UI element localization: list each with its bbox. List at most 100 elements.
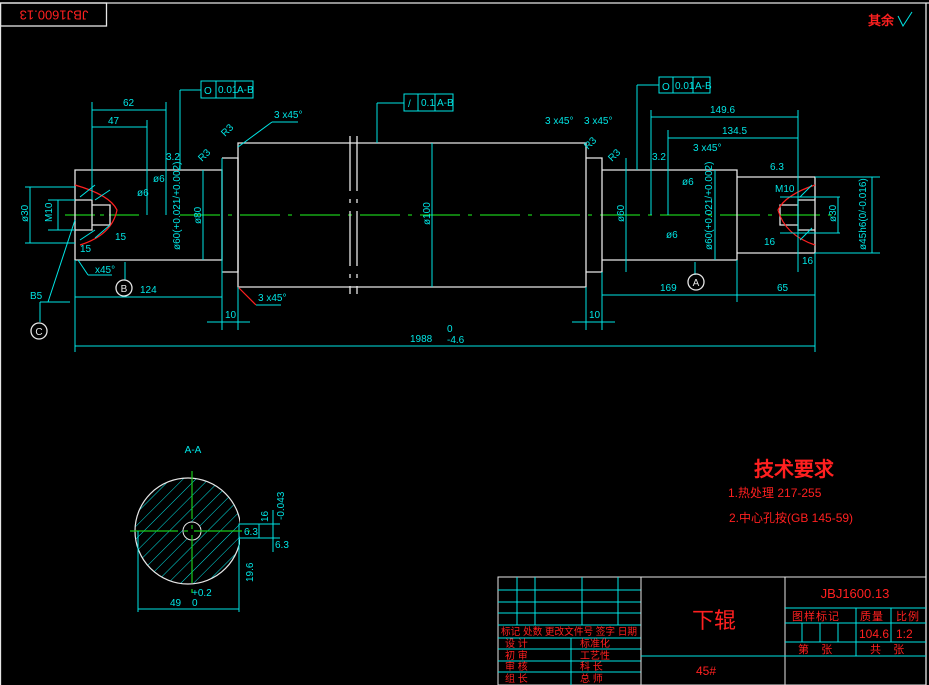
- role-process: 工艺性: [580, 649, 610, 662]
- chamfer-label-1: 3 x45°: [274, 110, 302, 121]
- roughness-end: 6.3: [770, 162, 784, 173]
- center-hole-label: B5: [30, 291, 43, 302]
- tolerance-datum: A-B: [695, 81, 712, 92]
- role-first-review: 初 审: [505, 649, 528, 662]
- sheet-total: 共 张: [870, 643, 904, 656]
- dim-149-6: 149.6: [710, 105, 735, 116]
- chamfer-label-end: x45°: [95, 265, 115, 276]
- roughness-symbol-icon: [897, 11, 913, 28]
- section-depth: 19.6: [245, 562, 256, 582]
- chamfer-label-4: 3 x45°: [584, 116, 612, 127]
- section-title: A-A: [185, 445, 202, 456]
- dim-phi45: ø45h6(0/-0.016): [858, 178, 869, 250]
- datum-b: B: [115, 279, 133, 297]
- dim-phi6-left-b: ø6: [137, 188, 149, 199]
- roughness-right: 3.2: [652, 152, 666, 163]
- datum-a-label: A: [693, 278, 700, 289]
- tolerance-value: 0.01: [675, 81, 695, 92]
- tech-req-item-1: 1.热处理 217-255: [728, 486, 822, 500]
- dim-phi30-right: ø30: [828, 204, 839, 222]
- dim-m10-left: M10: [44, 202, 55, 222]
- tolerance-datum: A-B: [237, 85, 254, 96]
- dimension-lines: [25, 84, 880, 352]
- chamfer-lines: [237, 286, 257, 306]
- fillet-r3-b: R3: [219, 122, 236, 139]
- section-width: 49: [170, 598, 182, 609]
- tolerance-datum: A-B: [437, 98, 454, 109]
- revision-header: 标记 处数 更改文件号 签字 日期: [501, 625, 637, 638]
- datum-b-label: B: [121, 284, 128, 295]
- fillet-r3-a: R3: [196, 147, 213, 164]
- chamfer-label-2: 3 x45°: [258, 293, 286, 304]
- tech-req-title: 技术要求: [754, 457, 835, 481]
- sheet-number: 第 张: [798, 642, 832, 656]
- dim-16-right-a: 16: [764, 237, 776, 248]
- dim-m10-right: M10: [775, 184, 795, 195]
- dim-169: 169: [660, 283, 677, 294]
- section-width-tol-upper: +0.2: [192, 588, 212, 599]
- header-scale: 比例: [896, 609, 920, 623]
- dim-phi30-left: ø30: [20, 204, 31, 222]
- role-audit: 审 核: [505, 660, 528, 673]
- header-drawing-mark: 图样标记: [792, 609, 840, 623]
- dim-15-left: 15: [115, 232, 127, 243]
- datum-c: C: [30, 322, 48, 340]
- section-roughness-key: 6.3: [244, 527, 258, 538]
- role-standardization: 标准化: [580, 637, 610, 650]
- dim-phi60-right-tol: ø60(+0.021/+0.002): [704, 162, 715, 250]
- mirrored-drawing-code: JBJ1600.13: [20, 8, 89, 23]
- role-section-chief: 科 长: [580, 660, 603, 673]
- tolerance-symbol: O: [662, 82, 670, 93]
- dim-47: 47: [108, 116, 120, 127]
- dim-10-right: 10: [589, 310, 601, 321]
- section-key-width: 16: [260, 510, 271, 522]
- dim-overall-tol-lower: -4.6: [447, 335, 465, 346]
- other-surfaces-label: 其余: [868, 13, 895, 28]
- mass-value: 104.6: [859, 627, 889, 641]
- tech-req-item-2: 2.中心孔按(GB 145-59): [729, 510, 853, 525]
- dim-phi6-right-b: ø6: [666, 230, 678, 241]
- section-key-tol: -0.043: [276, 491, 287, 520]
- tolerance-value: 0.01: [218, 85, 238, 96]
- role-chief-engineer: 总 师: [580, 672, 603, 685]
- material: 45#: [696, 664, 716, 678]
- roughness-left: 3.2: [166, 152, 180, 163]
- dim-phi60-left: ø60(+0.021/+0.002): [172, 162, 183, 250]
- dim-15-left-b: 15: [80, 244, 92, 255]
- datum-a: A: [687, 273, 705, 291]
- scale-value: 1:2: [896, 627, 913, 641]
- center-hole-hatching: [74, 184, 816, 246]
- section-width-tol-lower: 0: [192, 598, 198, 609]
- fillet-r3-d: R3: [606, 147, 623, 164]
- technical-requirements: 技术要求 1.热处理 217-255 2.中心孔按(GB 145-59): [728, 457, 853, 525]
- dim-124: 124: [140, 285, 157, 296]
- part-name: 下辊: [692, 608, 736, 633]
- tolerance-symbol: O: [204, 86, 212, 97]
- dim-phi80-left: ø80: [193, 206, 204, 224]
- dim-phi100: ø100: [422, 202, 433, 225]
- dim-phi60-right: ø60: [616, 204, 627, 222]
- section-roughness-side: 6.3: [275, 540, 289, 551]
- tolerance-frame-middle: / 0.1 A-B: [403, 93, 454, 112]
- title-block: 标记 处数 更改文件号 签字 日期 设 计 初 审 审 核 组 长 标准化 工艺…: [497, 576, 927, 685]
- dim-16-right-b: 16: [802, 256, 814, 267]
- dim-65: 65: [777, 283, 789, 294]
- section-a-a: A-A 49 +0.2 0 16 -0.043 6.3 6.3 19.6: [130, 445, 289, 612]
- tolerance-frame-right: O 0.01 A-B: [658, 76, 712, 94]
- chamfer-label-3: 3 x45°: [545, 116, 573, 127]
- dim-62: 62: [123, 98, 135, 109]
- role-group-lead: 组 长: [505, 672, 528, 685]
- dim-overall: 1988: [410, 334, 433, 345]
- dim-phi6-left-a: ø6: [153, 174, 165, 185]
- dim-10-left: 10: [225, 310, 237, 321]
- drawing-number: JBJ1600.13: [821, 586, 890, 601]
- tolerance-value: 0.1: [421, 98, 435, 109]
- tolerance-symbol: /: [408, 99, 411, 110]
- fillet-r3-c: R3: [582, 135, 599, 152]
- datum-c-label: C: [35, 327, 42, 338]
- dim-134-5: 134.5: [722, 126, 747, 137]
- dim-overall-tol-upper: 0: [447, 324, 453, 335]
- header-mass: 质量: [860, 610, 884, 623]
